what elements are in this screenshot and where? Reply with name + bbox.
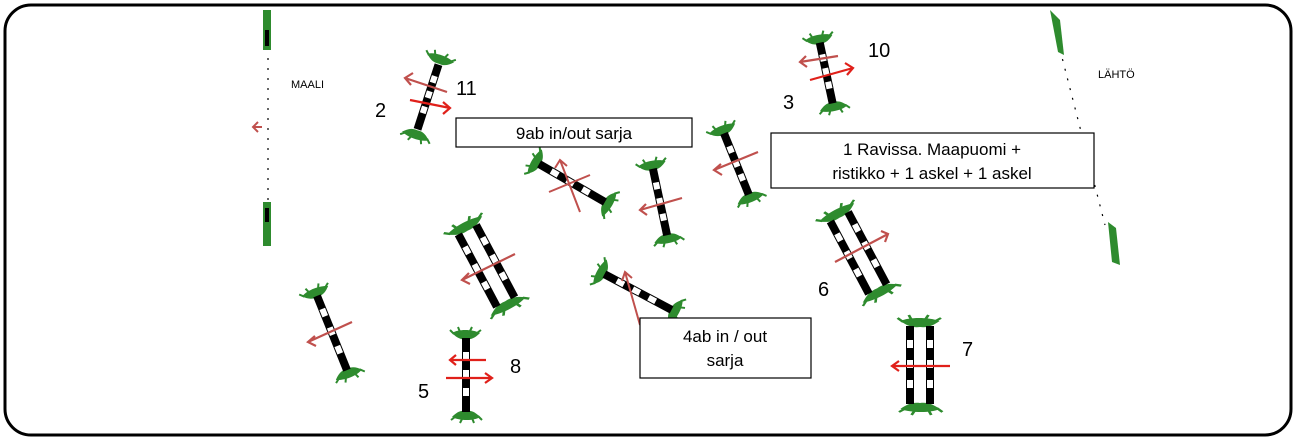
note-9ab-text: 9ab in/out sarja [516,124,633,143]
note-1-line-2: ristikko + 1 askel + 1 askel [832,164,1031,183]
direction-arrow-icon [638,196,683,216]
direction-arrow-icon [712,150,759,176]
jump-fence-icon [449,326,483,424]
direction-arrow-icon [306,320,353,347]
jump-fence-icon [586,254,690,330]
note-9ab: 9ab in/out sarja [455,117,693,148]
note-4ab: 4ab in / out sarja [639,317,812,379]
fence-number-3: 3 [783,92,794,114]
note-4ab-line-2: sarja [707,351,744,370]
oxer-icon [440,208,532,323]
jump-fence-icon [800,27,852,119]
fence-number-2: 2 [375,100,386,122]
direction-arrow-icon [798,54,855,82]
fence-number-10: 10 [868,40,890,62]
direction-arrow-icon [460,253,516,285]
fence-number-8: 8 [510,356,521,378]
direction-arrow-icon [621,270,641,326]
arena-border [3,3,1293,437]
finish-label: MAALI [291,79,324,91]
oxer-icon [812,195,904,310]
jump-fence-icon [633,153,687,251]
direction-arrow-icon [446,354,494,384]
fence-number-7: 7 [962,339,973,361]
fence-number-6: 6 [818,279,829,301]
direction-arrow-icon [548,158,591,213]
jump-fence-icon [297,279,367,387]
fence-number-5: 5 [418,381,429,403]
note-4ab-line-1: 4ab in / out [683,327,767,346]
jump-fence-icon [704,116,769,212]
note-1: 1 Ravissa. Maapuomi + ristikko + 1 askel… [770,132,1095,189]
direction-arrow-icon [834,229,890,263]
note-1-line-1: 1 Ravissa. Maapuomi + [843,140,1021,159]
finish-line-icon [251,10,271,246]
direction-arrow-icon [403,72,452,115]
jump-fence-icon [398,46,458,148]
fence-number-11: 11 [456,78,477,100]
direction-arrow-icon [890,360,950,372]
start-label: LÄHTÖ [1098,69,1135,81]
